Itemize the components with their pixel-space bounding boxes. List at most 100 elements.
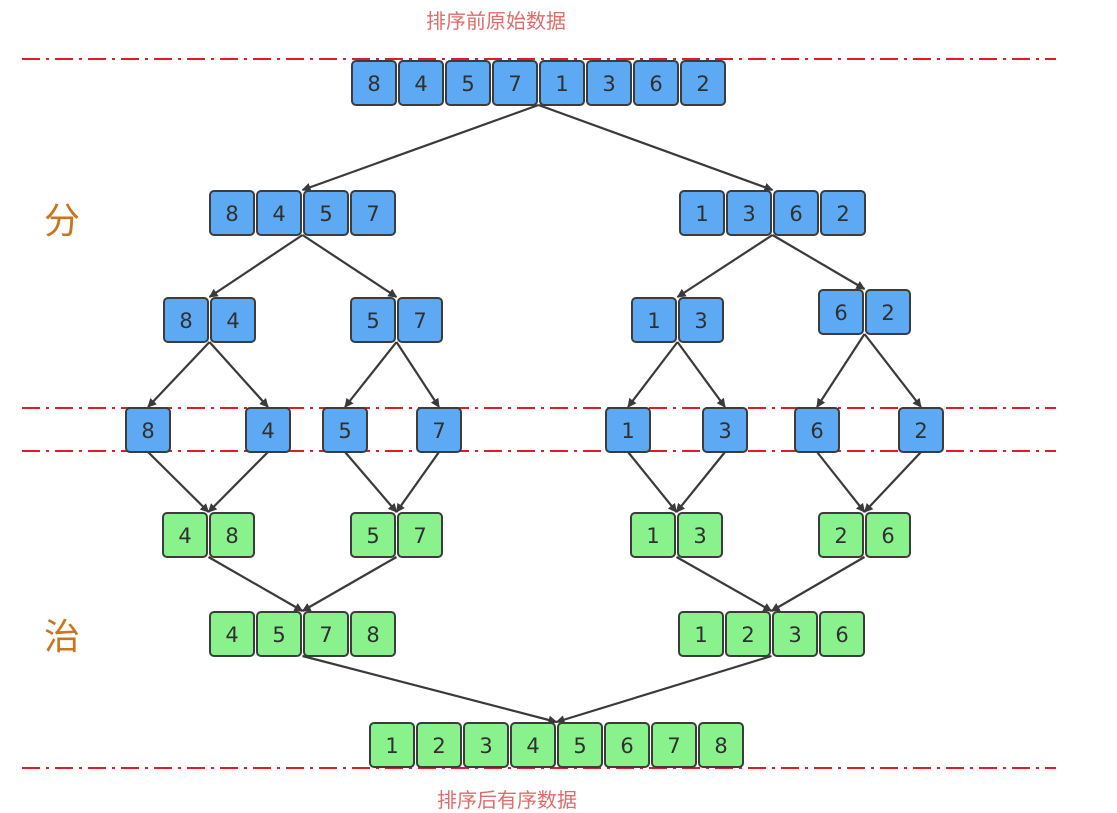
array-cell-value: 6 (789, 202, 802, 226)
arrow-g-7-to-m-57 (395, 451, 440, 513)
arrow-g-13-to-g-3 (676, 341, 726, 408)
array-cell-value: 1 (555, 72, 568, 96)
array-cell-value: 7 (667, 734, 680, 758)
array-cell-value: 7 (413, 524, 426, 548)
array-cell (350, 190, 396, 236)
array-cell (369, 722, 415, 768)
array-cell-value: 5 (366, 309, 379, 333)
arrow-g-84-to-g-8 (147, 341, 211, 408)
array-cell (680, 60, 726, 106)
array-cell-value: 1 (695, 202, 708, 226)
array-cell (725, 611, 771, 657)
array-cell (350, 611, 396, 657)
arrow-g-5-to-m-57 (344, 451, 398, 513)
arrow-g-57-to-g-7 (395, 341, 440, 408)
array-cell-value: 1 (646, 524, 659, 548)
arrow-m-26-to-m-1236 (770, 556, 866, 612)
array-cell-value: 6 (834, 301, 847, 325)
array-cell (125, 407, 171, 453)
array-cell-value: 8 (366, 623, 379, 647)
array-cell (819, 611, 865, 657)
array-cell (163, 297, 209, 343)
array-cell (898, 407, 944, 453)
arrow-g-right-4-to-g-62 (771, 234, 866, 290)
array-cell (398, 60, 444, 106)
array-cell (209, 190, 255, 236)
arrow-g-57-to-g-5 (344, 341, 398, 408)
arrow-g-left-4-to-g-84 (208, 234, 304, 298)
divide-phase-label: 分 (44, 201, 81, 242)
array-cell (463, 722, 509, 768)
array-cell-value: 4 (414, 72, 427, 96)
array-cell-value: 3 (694, 309, 707, 333)
array-cell (539, 60, 585, 106)
array-cell (256, 190, 302, 236)
array-cell (209, 512, 255, 558)
array-cell-value: 2 (696, 72, 709, 96)
array-cell (303, 611, 349, 657)
array-cell-value: 7 (413, 309, 426, 333)
array-cell-value: 5 (461, 72, 474, 96)
arrow-g-6-to-m-26 (816, 451, 866, 513)
array-cell (702, 407, 748, 453)
array-cell-value: 8 (225, 524, 238, 548)
array-cell-value: 4 (526, 734, 539, 758)
array-cell-value: 4 (272, 202, 285, 226)
array-cell (818, 512, 864, 558)
array-cell (303, 190, 349, 236)
arrow-g-root-to-g-right-4 (538, 103, 774, 192)
array-cell (630, 512, 676, 558)
array-cell-value: 6 (649, 72, 662, 96)
conquer-phase-label: 治 (44, 617, 81, 658)
array-cell (162, 512, 208, 558)
array-cell (397, 297, 443, 343)
array-cell (631, 297, 677, 343)
array-cell (322, 407, 368, 453)
array-cell-value: 5 (338, 419, 351, 443)
array-group-g-3: 3 (702, 407, 748, 453)
arrow-m-57-to-m-4578 (301, 556, 398, 612)
arrow-g-84-to-g-4 (208, 341, 269, 408)
array-cell-value: 3 (479, 734, 492, 758)
array-cell-value: 2 (741, 623, 754, 647)
array-cell-value: 1 (621, 419, 634, 443)
array-cell-value: 1 (647, 309, 660, 333)
array-cell (586, 60, 632, 106)
array-group-g-4: 4 (245, 407, 291, 453)
array-cell-value: 5 (366, 524, 379, 548)
array-cell-value: 4 (225, 623, 238, 647)
array-group-g-6: 6 (794, 407, 840, 453)
array-cell (416, 407, 462, 453)
array-cell-value: 1 (385, 734, 398, 758)
arrow-m-48-to-m-4578 (207, 556, 304, 612)
array-cell-value: 1 (694, 623, 707, 647)
array-group-g-1: 1 (605, 407, 651, 453)
array-cell (818, 289, 864, 335)
arrow-g-62-to-g-6 (816, 333, 866, 408)
top-caption: 排序前原始数据 (426, 9, 566, 33)
array-cell-value: 3 (602, 72, 615, 96)
array-cell (416, 722, 462, 768)
array-cell (351, 60, 397, 106)
array-cell-value: 8 (141, 419, 154, 443)
arrow-g-62-to-g-2 (863, 333, 922, 408)
array-cell-value: 6 (620, 734, 633, 758)
array-group-g-5: 5 (322, 407, 368, 453)
array-cell (557, 722, 603, 768)
array-cell (397, 512, 443, 558)
array-cell (678, 297, 724, 343)
array-cell (256, 611, 302, 657)
array-cell (209, 611, 255, 657)
array-cell-value: 3 (718, 419, 731, 443)
